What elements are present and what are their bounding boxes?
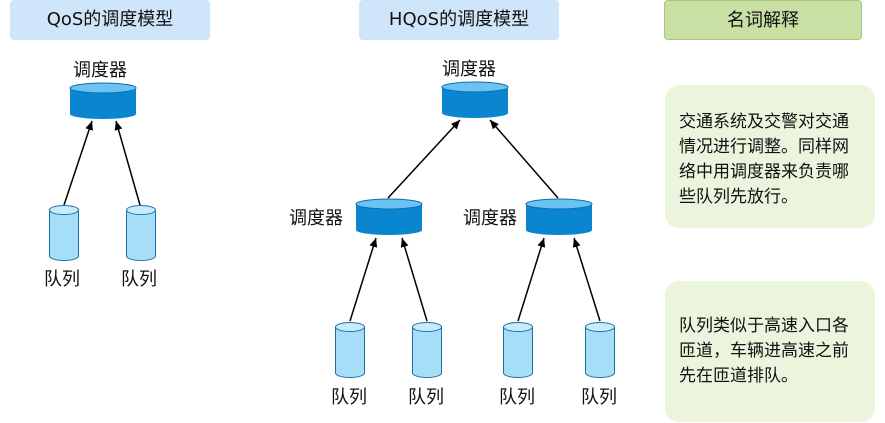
scheduler-explanation-note: 交通系统及交警对交通情况进行调整。同样网络中用调度器来负责哪些队列先放行。 [665,85,875,228]
hqos-queue-label-3: 队列 [499,387,535,408]
hqos-left-scheduler-icon [355,198,423,236]
hqos-queue-label-4: 队列 [581,387,617,408]
hqos-arrow-left-up [387,119,461,199]
hqos-arrow-q2 [400,237,428,322]
qos-queue-label-2: 队列 [121,269,157,290]
hqos-queue-label-2: 队列 [408,387,444,408]
qos-scheduler-label: 调度器 [73,60,127,81]
qos-queue-icon-1 [49,205,79,261]
hqos-right-scheduler-icon [525,198,593,236]
qos-arrow-left [63,120,93,206]
hqos-arrow-q3 [517,237,546,322]
qos-scheduler-icon [69,82,137,120]
hqos-queue-icon-3 [503,322,533,378]
hqos-queue-icon-4 [585,322,615,378]
qos-model-title: QoS的调度模型 [10,0,210,40]
hqos-queue-icon-1 [335,322,365,378]
hqos-right-scheduler-label: 调度器 [463,208,517,229]
hqos-root-scheduler-label: 调度器 [442,59,496,80]
hqos-model-title: HQoS的调度模型 [359,0,559,40]
qos-queue-label-1: 队列 [44,269,80,290]
queue-explanation-note: 队列类似于高速入口各匝道，车辆进高速之前先在匝道排队。 [665,281,875,422]
hqos-left-scheduler-label: 调度器 [289,208,343,229]
hqos-arrow-right-up [489,119,559,199]
qos-arrow-right [114,120,141,206]
hqos-queue-label-1: 队列 [331,387,367,408]
hqos-queue-icon-2 [412,322,442,378]
hqos-arrow-q4 [572,237,601,322]
qos-queue-icon-2 [126,205,156,261]
terminology-title: 名词解释 [664,0,862,40]
hqos-arrow-q1 [349,237,378,322]
hqos-root-scheduler-icon [441,81,509,119]
